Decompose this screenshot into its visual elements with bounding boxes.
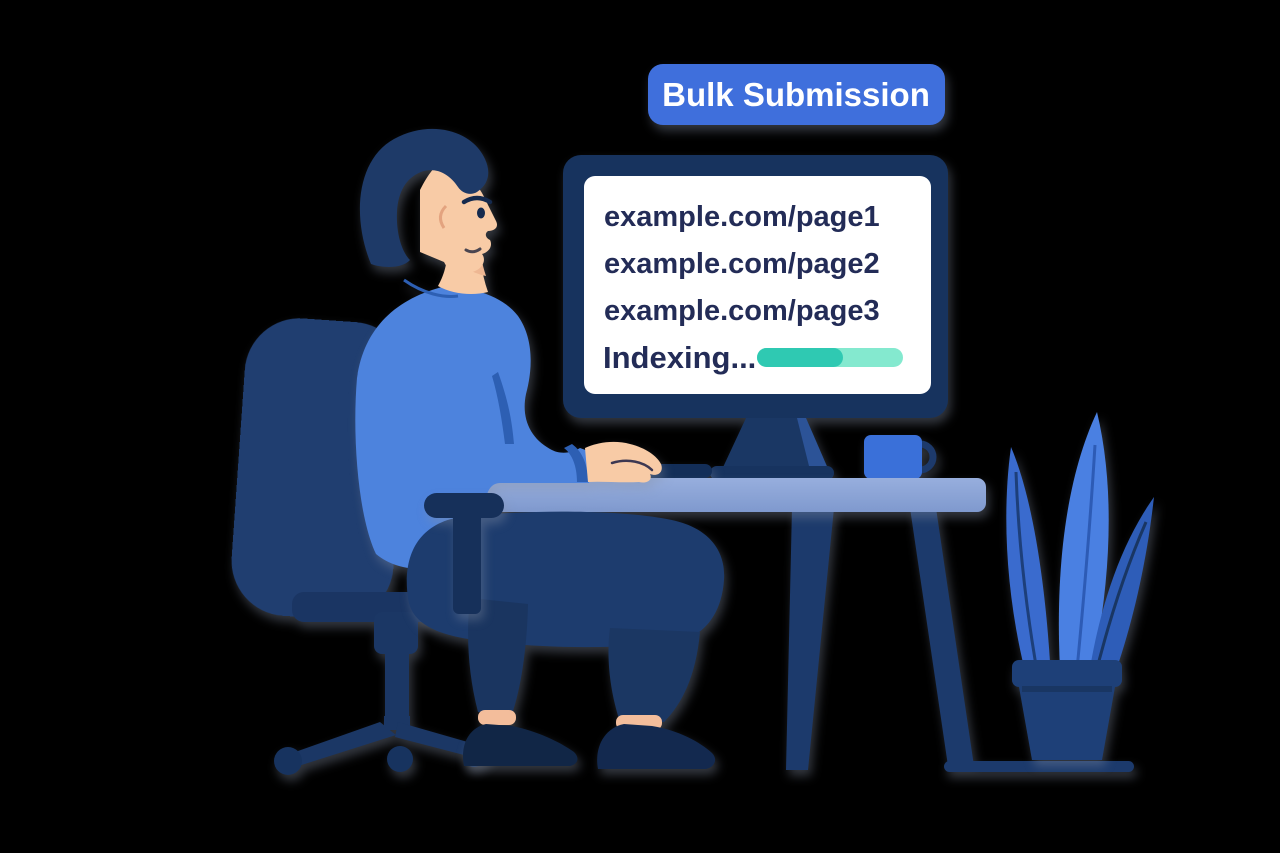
person-torso-shirt [355, 286, 591, 570]
plant-pot-rim [1012, 660, 1122, 687]
indexing-progress-bar [757, 348, 903, 367]
shirt-cuff [564, 444, 588, 482]
chair-wheel-left [274, 747, 302, 775]
shoe-near [597, 724, 716, 769]
person [355, 128, 725, 769]
screen-url-1: example.com/page1 [604, 201, 880, 233]
mug-body [864, 435, 922, 479]
badge-label: Bulk Submission [662, 76, 930, 113]
ear-inner-line [439, 204, 448, 229]
plant-pot-body [1019, 687, 1115, 760]
chair-wheel-center [387, 746, 413, 772]
person-mouth [464, 247, 482, 254]
screen-url-2: example.com/page2 [604, 248, 880, 280]
chair-column [385, 650, 409, 720]
person-eyebrow [461, 195, 493, 205]
desk-leg-front [786, 508, 834, 770]
armrest-support [453, 512, 481, 614]
floor-line [944, 761, 1134, 772]
person-eye [477, 207, 485, 219]
desk-leg-back [910, 508, 974, 766]
chair-base-left-arm [281, 722, 396, 769]
bulk-submission-badge: Bulk Submission [648, 64, 945, 125]
badge-background [648, 64, 945, 125]
monitor-stand-highlight [797, 418, 832, 478]
monitor-screen [584, 176, 931, 394]
indexing-label: Indexing... [603, 340, 756, 375]
progress-fill [757, 348, 843, 367]
monitor-stand-base [710, 466, 834, 480]
plant-pot-seam [1022, 686, 1112, 692]
shirt-fold [492, 372, 514, 444]
hand-finger-line [610, 459, 654, 472]
screen-url-3: example.com/page3 [604, 295, 880, 327]
chair-column-top [374, 612, 418, 654]
ankle-far [478, 710, 516, 725]
person-hair [359, 128, 489, 267]
shirt-collar-seam [403, 278, 459, 298]
shoe-far [462, 724, 578, 766]
coffee-mug [864, 435, 937, 479]
potted-plant [1006, 412, 1154, 760]
desk-legs [786, 508, 1134, 772]
armrest-pad [424, 493, 504, 518]
person-leg-near [608, 628, 700, 722]
person-hand [585, 441, 662, 483]
desk-top [452, 478, 986, 512]
person-leg-far [468, 598, 528, 714]
monitor: example.com/page1 example.com/page2 exam… [563, 155, 948, 480]
chair-armrest [424, 493, 504, 614]
